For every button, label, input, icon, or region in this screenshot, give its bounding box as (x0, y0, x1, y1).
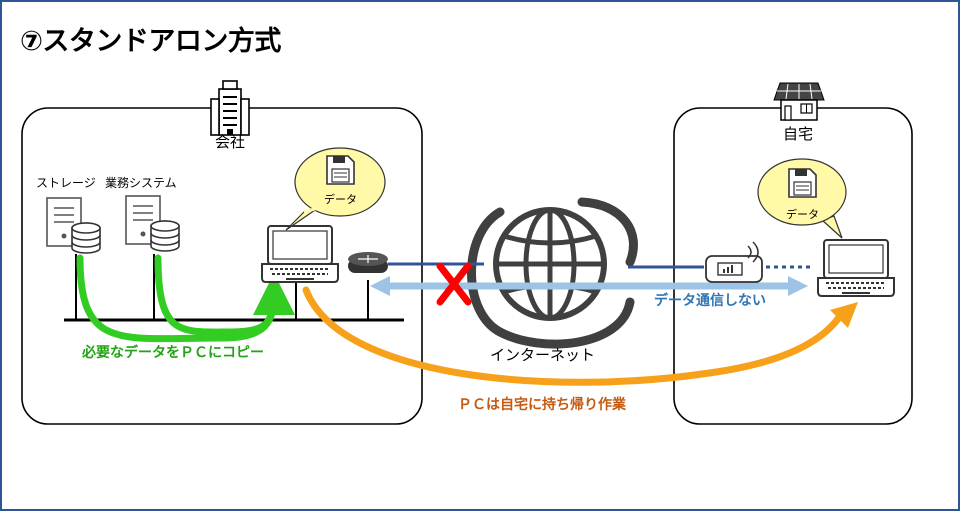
house-icon (773, 82, 825, 121)
home-laptop-icon (817, 239, 895, 297)
copy-flow-arrows (76, 254, 295, 343)
router-icon (348, 252, 388, 273)
office-bubble-label: データ (324, 193, 357, 206)
storage-server-icon (46, 197, 101, 254)
internet-label: インターネット (490, 346, 596, 364)
business-system-server-icon (125, 195, 180, 252)
no-communication-label: データ通信しない (654, 293, 766, 309)
business-system-label: 業務システム (105, 176, 177, 190)
office-lan (64, 254, 404, 322)
internet-globe-icon (467, 197, 638, 349)
home-label: 自宅 (783, 125, 814, 143)
office-laptop-icon (261, 225, 339, 283)
home-bubble-label: データ (786, 208, 819, 221)
office-floppy-icon (326, 155, 355, 185)
carry-home-label: ＰＣは自宅に持ち帰り作業 (458, 397, 626, 413)
carry-home-arrow (302, 286, 858, 386)
copy-flow-label: 必要なデータをＰＣにコピー (82, 345, 264, 361)
mobile-router-icon (705, 241, 763, 283)
home-floppy-icon (788, 168, 817, 198)
office-building-icon (210, 80, 250, 136)
storage-label: ストレージ (36, 176, 96, 190)
page-title: ⑦スタンドアロン方式 (20, 26, 281, 57)
blocked-x-mark (436, 262, 472, 306)
office-label: 会社 (215, 133, 246, 151)
